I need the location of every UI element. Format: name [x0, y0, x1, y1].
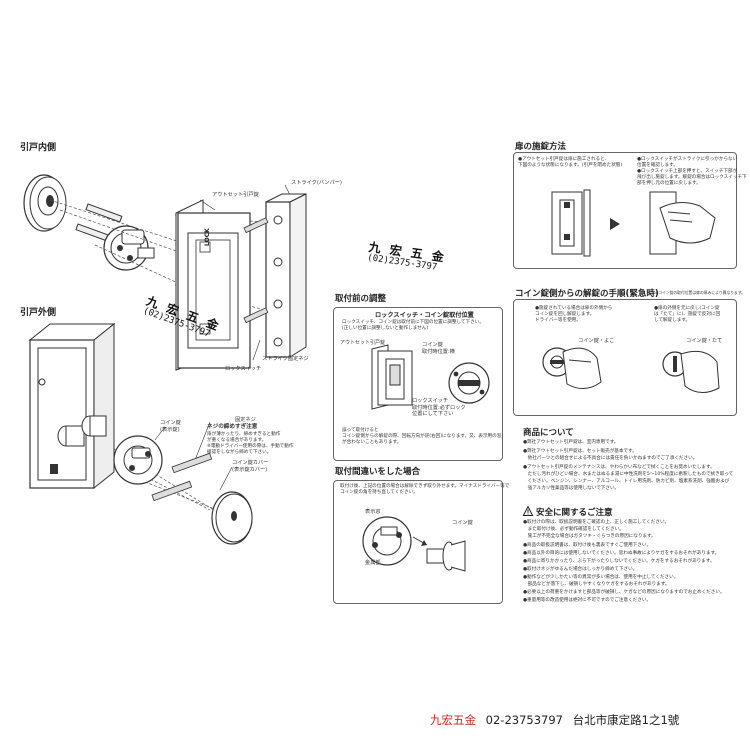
safety-line: ●取付けの際は、取扱説明書をご確認の上、正しく施工してください。: [523, 520, 670, 525]
display-window-label: 表示窓: [365, 509, 381, 515]
lock-method-right-line: 部を押し元の位置に戻します。: [637, 181, 701, 186]
emergency-right-line: は「たて」に)、施錠で反対に回: [654, 312, 721, 317]
outset-door-label: アウトセット引戸錠: [212, 192, 259, 198]
striker-screw-label: ストライク固定ネジ: [262, 356, 309, 362]
fix-screw-label: 固定ネジ: [235, 417, 256, 423]
coin-lock-label: コイン錠: [160, 420, 181, 426]
screw-warning-line: 扉が薄かったり、締めすぎると動作: [207, 432, 281, 437]
coin-cover-label: コイン錠カバー: [232, 460, 269, 466]
safety-line: ●必要以上の荷重をかけますと部品等が破損し、ケガなどの原因になりますのでお止めく…: [523, 590, 725, 595]
lock-method-right-line: ●ロックスイッチ上部を押すと、スイッチ下部が: [637, 169, 738, 174]
safety-line: ●商品以外の目的には使用しないでください。思わぬ事故によりケガをするおそれがあり…: [523, 551, 720, 556]
product-line: ください。ベンジン、シンナー、アルコール、トイレ用洗剤、防カビ剤、塩素系洗剤、強…: [523, 479, 730, 484]
screw-warning-line: が重くなる場合があります。: [207, 438, 267, 443]
footer-address: 台北市康定路1之1號: [572, 713, 680, 727]
coin-lock-drawing: [113, 435, 163, 485]
mistake-line: 取付け後、上記の位置の場合は解除できず取り外せます。マイナスドライバー等で: [340, 484, 510, 489]
middle-lock-switch-sub: 位置にして下さい: [412, 411, 454, 417]
outset-lock-body-drawing: [175, 199, 251, 371]
striker-label: ストライク(バンパー): [291, 180, 342, 186]
lock-method-right-line: 位置を確認します。: [637, 163, 678, 168]
product-line: ●弊社アウトセット引戸錠は、室内専用です。: [523, 440, 619, 445]
lock-text: LOCK: [204, 228, 211, 246]
warning-triangle-icon: [522, 505, 534, 516]
lock-method-left-line: 下図のような状態になります。(引戸を閉めた状態): [518, 163, 623, 168]
lock-method-drawing: [551, 189, 716, 257]
middle-note-line: コイン錠側からの解錠の際、回転方向が逆(右回)になります。又、表示用の窓: [342, 434, 502, 439]
inner-rosette-drawing: [23, 174, 67, 232]
middle-note-line: 誤って取付けると: [342, 428, 379, 433]
mistake-coin-label: コイン錠: [452, 520, 473, 526]
emergency-sub: ※コイン錠の取付位置は扉の厚みにより異なります。: [655, 290, 746, 295]
coin-attach-sub: 取付時位置:横: [422, 349, 455, 355]
screw-warning-line: 確認をしながら締めて下さい。: [207, 450, 272, 455]
product-line: 他社パーツとの組合せによる不具合には責任を負いかねますのでご了承ください。: [523, 456, 698, 461]
inner-screws-drawing: [75, 203, 123, 243]
lock-method-left-line: ●アウトセット引戸錠は扉に施工されると、: [518, 157, 610, 162]
safety-line: 部品などが落下し、破損しやすくなりケガをするおそれがあります。: [523, 582, 670, 587]
product-line: 強アルカリ性薬品等は使用しないで下さい。: [523, 486, 620, 491]
coin-position-drawing: [448, 362, 490, 404]
emergency-drawing: [542, 347, 720, 393]
shop-footer: 九宏五金 02-23753797 台北市康定路1之1號: [430, 712, 679, 728]
safety-line: ●重量用等の改造使用は絶対に不可ですのでご注意ください。: [523, 598, 652, 603]
coin-lock-sub-label: (表示錠): [160, 427, 180, 433]
product-line: ただし汚れがひどい場合、水またはぬるま湯に中性洗剤を5〜10%程度に希釈したもの…: [523, 472, 734, 477]
middle-lock-switch-label: ロックスイッチ: [412, 398, 449, 404]
lock-method-title: 扉の施錠方法: [515, 142, 567, 152]
lock-method-right-line: ●ロックスイッチがストライクに引っかからない: [637, 157, 738, 162]
switch-position-drawing: [371, 344, 413, 410]
adjust-title: 取付前の調整: [335, 294, 387, 304]
emergency-left-line: ドライバー等を使用。: [535, 318, 581, 323]
emergency-title: コイン錠側からの解錠の手順(緊急時): [515, 289, 659, 299]
safety-line: ●商品の取扱説明書は、取付け後も裏表ですぐご使用下さい。: [523, 543, 652, 548]
safety-line: また取付け後、必ず動作確認をしてください。: [523, 527, 624, 532]
coin-tate-label: コイン錠・たて: [686, 338, 723, 344]
outer-cylinders-drawing: [57, 415, 107, 447]
striker-screws-drawing: [243, 217, 269, 324]
switch-pos-title: ロックスイッチ・コイン錠取付位置: [375, 312, 474, 319]
striker-drawing: [265, 193, 307, 358]
screw-warning-title: ネジの締めすぎ注意: [207, 424, 258, 430]
switch-pos-line: ロックスイッチ、コイン錠は取付前に下図の位置に調整して下さい。: [342, 320, 484, 325]
lock-switch-label: ロックスイッチ: [225, 366, 262, 372]
emergency-left-line: ●施錠されている場合は扉の外側から: [535, 306, 613, 311]
mistake-panel: [333, 480, 503, 604]
emergency-left-line: コイン錠を回し解錠します。: [535, 312, 595, 317]
inner-side-label: 引戸内側: [20, 143, 57, 153]
emergency-right-line: して解錠します。: [654, 318, 691, 323]
coin-yoko-label: コイン錠・よこ: [578, 338, 615, 344]
safety-line: ●取付けネジがゆるんだ場合はしっかり締めて下さい。: [523, 567, 638, 572]
middle-lock-switch-sub: 取付時位置:必ずロック: [412, 405, 466, 411]
switch-pos-line: (正しい位置に調整しないと動作しません): [342, 326, 429, 331]
product-line: ●弊社アウトセット引戸錠は、セット販売が基本です。: [523, 449, 637, 454]
coin-cover-drawing: [211, 491, 253, 545]
safety-line: ●商品に寄りかかったり、ぶら下がったりしないでください。ケガをするおそれがありま…: [523, 559, 715, 564]
emergency-right-line: ●扉の外側を元に戻し(コイン錠: [654, 306, 720, 311]
mistake-title: 取付間違いをした場合: [335, 467, 421, 477]
screw-warning-line: ※電動ドライバー使用の際は、手動で動作: [207, 444, 294, 449]
mistake-drawing: [362, 516, 466, 572]
outer-side-label: 引戸外側: [20, 308, 57, 318]
product-line: ●アウトセット引戸錠のメンテナンスは、やわらかい布などで拭くことをお奨めいたしま…: [523, 465, 715, 470]
coin-attach-label: コイン錠: [422, 342, 443, 348]
product-title: 商品について: [523, 428, 574, 438]
footer-shop-name: 九宏五金: [430, 713, 476, 727]
safety-title: 安全に関するご注意: [536, 508, 613, 518]
mistake-line: コイン錠の角を持ち直してください。: [340, 490, 418, 495]
lock-method-right-line: 飛び出し施錠します。解錠の場合はロックスイッチ下: [637, 175, 747, 180]
coin-cover-sub-label: (表示錠カバー): [232, 467, 268, 473]
outset-label: アウトセット引戸錠: [340, 340, 386, 346]
safety-line: 施工が不完全な場合はガタツキ・ぐらつきの原因になります。: [523, 534, 656, 539]
middle-note-line: が合わないこともあります。: [342, 440, 402, 445]
outer-lock-body-drawing: [28, 322, 116, 490]
gold-metal-label: 金属部: [365, 560, 381, 566]
safety-line: ●動作などが少しかたい等の異常が多い場合は、使用を中止してください。: [523, 575, 679, 580]
footer-phone: 02-23753797: [485, 713, 563, 727]
outer-screws-drawing: [151, 452, 213, 502]
